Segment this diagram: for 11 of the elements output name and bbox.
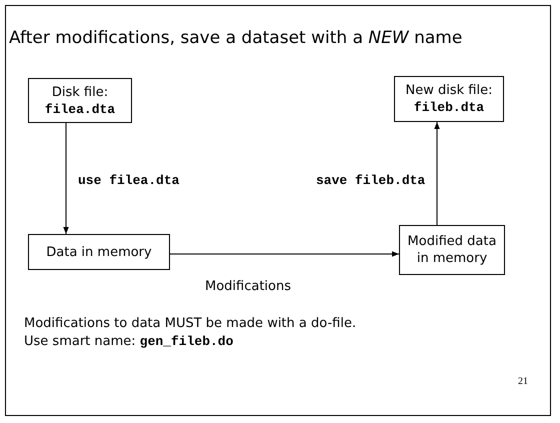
note: Modifications to data MUST be made with a do-file. (24, 316, 356, 331)
arrow (170, 251, 400, 257)
page-number: 21 (518, 376, 528, 387)
file-box: Modified data in memory (399, 225, 505, 275)
title: After modifications, save a dataset with a NEW name (9, 28, 462, 48)
file-box: New disk file: fileb.dta (394, 76, 504, 122)
note: Use smart name: gen_fileb.do (24, 334, 234, 349)
file-box: Disk file: filea.dta (28, 78, 132, 123)
arrow (63, 122, 69, 234)
file-box: Data in memory (28, 234, 170, 270)
arrow (434, 122, 440, 226)
